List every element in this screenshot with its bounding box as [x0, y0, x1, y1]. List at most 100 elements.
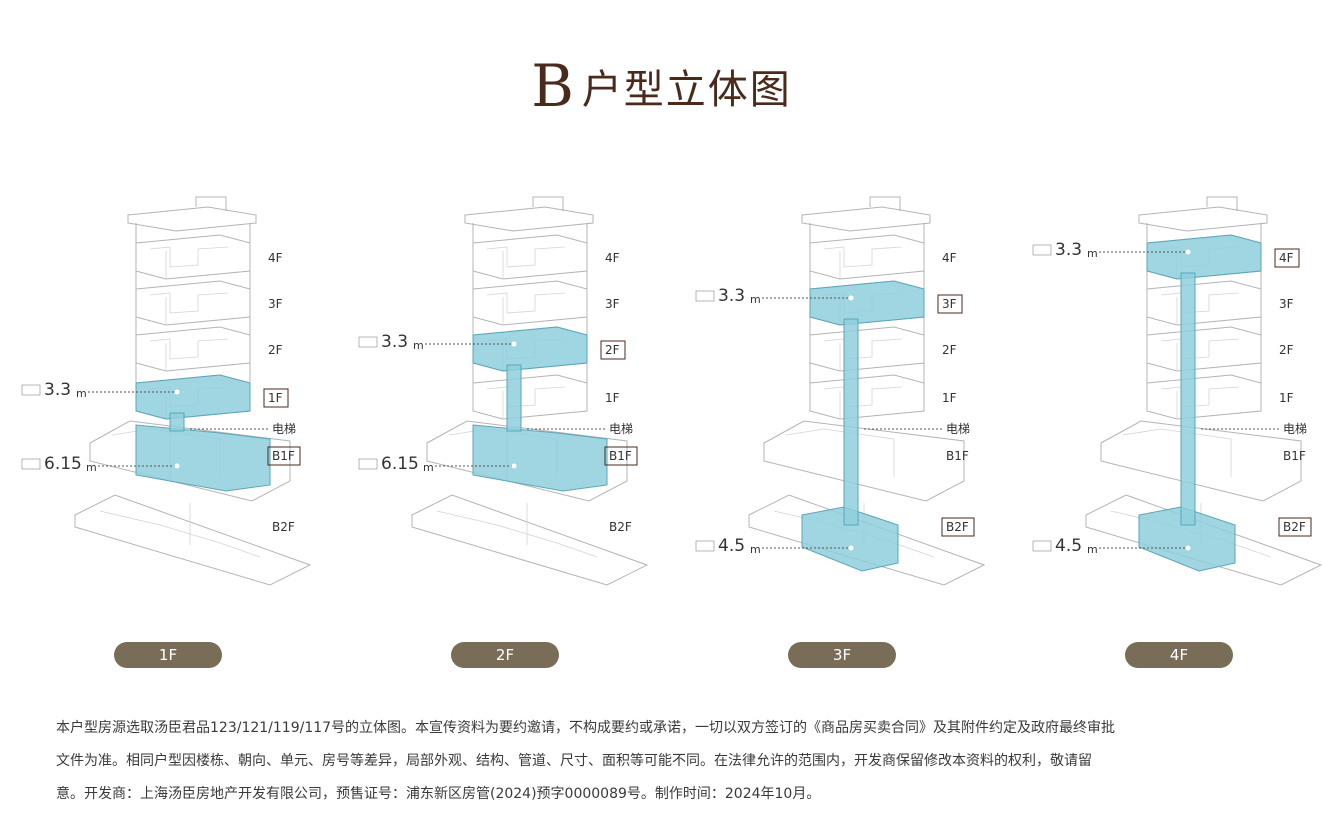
b1-block [426, 420, 628, 502]
elevator-shaft [843, 318, 859, 526]
floor-label: 1F [605, 391, 620, 405]
height-tag [358, 458, 378, 470]
height-annotation: 4.5 m [1032, 536, 1191, 556]
floor-rooms [149, 246, 229, 268]
height-tag [358, 336, 378, 348]
roof [1138, 206, 1268, 232]
height-unit: m [423, 461, 434, 474]
floor-label: 3F [605, 297, 620, 311]
pill-1f[interactable]: 1F [114, 642, 222, 668]
height-value: 4.5 [1055, 536, 1082, 556]
height-annotation: 3.3 m [1032, 240, 1191, 260]
floor-label-box [941, 517, 975, 537]
tower-structure [1138, 196, 1268, 420]
highlight-volumes [1138, 234, 1262, 572]
elevator-label: 电梯 [609, 422, 633, 436]
b1-block [1100, 420, 1302, 502]
height-value: 3.3 [44, 380, 71, 400]
title-letter: B [531, 52, 574, 120]
floor-label: 3F [268, 297, 283, 311]
height-annotation: 4.5 m [695, 536, 854, 556]
floor-block [135, 234, 251, 280]
highlight-floor [1146, 234, 1262, 280]
floor-label: 4F [1279, 251, 1294, 265]
floor-rooms [823, 246, 903, 268]
disclaimer-line: 文件为准。相同户型因楼栋、朝向、单元、房号等差异，局部外观、结构、管道、尺寸、面… [56, 753, 1092, 769]
floor-rooms [1160, 338, 1240, 360]
floor-rooms [149, 338, 229, 360]
basement-b2 [411, 494, 649, 586]
height-point [1185, 249, 1191, 255]
highlight-volumes [472, 326, 608, 492]
floor-label: B1F [609, 449, 632, 463]
height-unit: m [750, 543, 761, 556]
height-unit: m [76, 387, 87, 400]
floor-rooms [1160, 386, 1240, 408]
height-point [848, 545, 854, 551]
height-point [174, 463, 180, 469]
highlight-volumes [801, 280, 925, 572]
height-unit: m [1087, 247, 1098, 260]
floor-label: B2F [946, 520, 969, 534]
b1-rooms [785, 428, 895, 477]
height-value: 4.5 [718, 536, 745, 556]
floor-label: 4F [942, 251, 957, 265]
floor-block [472, 374, 588, 420]
disclaimer-line: 本户型房源选取汤臣君品123/121/119/117号的立体图。本宣传资料为要约… [56, 720, 1116, 736]
floor-label-box [937, 294, 963, 314]
floor-block [1146, 326, 1262, 372]
floor-label-box [600, 340, 626, 360]
height-point [848, 295, 854, 301]
pill-3f[interactable]: 3F [788, 642, 896, 668]
roof-top [532, 196, 564, 211]
floor-label: 2F [942, 343, 957, 357]
roof [801, 206, 931, 232]
height-value: 3.3 [1055, 240, 1082, 260]
floor-label-box [604, 446, 638, 466]
floor-label: B2F [609, 520, 632, 534]
floor-label: 2F [605, 343, 620, 357]
floor-label-box [1278, 517, 1312, 537]
floor-block [472, 234, 588, 280]
floor-label: 1F [268, 391, 283, 405]
highlight-volumes [135, 374, 271, 492]
floor-label: B2F [1283, 520, 1306, 534]
height-unit: m [413, 339, 424, 352]
height-tag [21, 458, 41, 470]
disclaimer: 本户型房源选取汤臣君品123/121/119/117号的立体图。本宣传资料为要约… [56, 712, 1271, 811]
floor-label: B1F [1283, 449, 1306, 463]
disclaimer-line: 意。开发商：上海汤臣房地产开发有限公司，预售证号：浦东新区房管(2024)预字0… [56, 786, 821, 802]
height-tag [1032, 244, 1052, 256]
pill-2f[interactable]: 2F [451, 642, 559, 668]
b2-block [411, 494, 649, 586]
b1-rooms [1122, 428, 1232, 477]
floor-label: 3F [942, 297, 957, 311]
height-unit: m [750, 293, 761, 306]
height-unit: m [1087, 543, 1098, 556]
height-point [511, 341, 517, 347]
elevator-shaft [1180, 272, 1196, 526]
roof [464, 206, 594, 232]
roof [127, 206, 257, 232]
floor-label-box [267, 446, 301, 466]
b1-block [89, 420, 291, 502]
height-annotation: 3.3 m [695, 286, 854, 306]
height-tag [695, 290, 715, 302]
roof-top [1206, 196, 1238, 211]
floor-label: B1F [946, 449, 969, 463]
pill-4f[interactable]: 4F [1125, 642, 1233, 668]
elevator-shaft [506, 364, 522, 432]
floor-rooms [823, 386, 903, 408]
floor-label: B1F [272, 449, 295, 463]
height-value: 3.3 [718, 286, 745, 306]
floor-label-box [1274, 248, 1300, 268]
floor-block [809, 326, 925, 372]
floor-label-box [263, 388, 289, 408]
